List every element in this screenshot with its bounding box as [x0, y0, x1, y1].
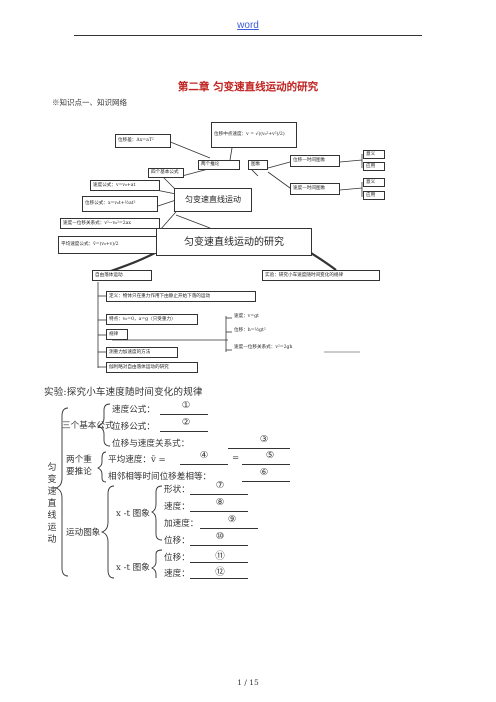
blank-8 — [190, 511, 248, 512]
blank-11 — [190, 562, 248, 563]
free-fall-speed-displacement: 速度—位移关系式：v²=2gh — [232, 343, 324, 353]
three-formulas-label: 三个基本公式 — [62, 421, 114, 431]
section-label: ※知识点一、知识网络 — [52, 98, 127, 107]
use-box-1: 应用 — [363, 162, 385, 171]
velocity-formula-box: 速度公式：v=v₀+at — [90, 180, 160, 191]
side-label-char-5: 运 — [47, 523, 57, 533]
mark-6: ⑥ — [259, 467, 269, 478]
mark-2: ② — [181, 417, 191, 428]
blank-1 — [160, 414, 208, 415]
displacement-speed-label: 位移与速度关系式： — [112, 439, 190, 449]
meaning-box-2: 意义 — [363, 178, 385, 187]
features-box: 特点：v₀=0，a=g（只受重力） — [106, 314, 198, 325]
displacement-formula-box: 位移公式：x=v₀t+½at² — [82, 196, 158, 212]
definition-box: 定义：物体只在重力作用下由静止开始下落的运动 — [106, 291, 256, 302]
average-velocity-box: 平均速度公式：v̄=(v₀+v)/2 — [58, 236, 162, 254]
experiment-box: 实验：研究小车速度随时间变化的规律 — [262, 270, 380, 281]
equals-sign: = — [232, 453, 240, 463]
average-velocity-label: 平均速度：v̄ = — [108, 455, 166, 465]
measure-g-box: 测重力加速度的方法 — [106, 347, 178, 358]
side-label-char-1: 变 — [47, 475, 57, 485]
graphs-box: 图象 — [248, 160, 268, 170]
free-fall-box: 自由落体运动 — [92, 270, 152, 281]
header-link[interactable]: word — [237, 20, 259, 31]
free-fall-displacement: 位移：h=½gt² — [232, 325, 282, 337]
xt-graph-label-2: x -t 图象 — [116, 563, 150, 573]
vt-graph-box: 速度—时间图象 — [290, 183, 340, 195]
mark-3: ③ — [259, 434, 269, 445]
free-fall-speed: 速度：v=gt — [232, 312, 268, 322]
side-label-char-4: 线 — [47, 511, 57, 521]
blank-7 — [190, 494, 248, 495]
blank-9 — [200, 528, 258, 529]
use-box-2: 应用 — [363, 191, 385, 200]
page-number: 1 / 15 — [237, 678, 259, 687]
header-divider — [74, 35, 422, 36]
side-label-char-3: 直 — [47, 499, 57, 509]
mid-velocity-box: 位移中点速度：v = √((v₀²+v²)/2) — [211, 122, 297, 148]
blank-5 — [242, 464, 290, 465]
galileo-box: 伽利略对自由落体运动的研究 — [106, 362, 198, 373]
meaning-box-1: 意义 — [363, 150, 385, 159]
mark-5: ⑤ — [265, 450, 275, 461]
mark-11: ⑪ — [215, 551, 225, 562]
shape-label: 形状： — [164, 485, 190, 495]
mark-12: ⑫ — [215, 567, 225, 578]
blank-10 — [190, 545, 248, 546]
mark-8: ⑧ — [215, 497, 225, 508]
mark-4: ④ — [199, 450, 209, 461]
displacement-difference-box: 位移差：Δx=aT² — [115, 134, 171, 148]
side-label-char-6: 动 — [47, 535, 57, 545]
law-box: 规律 — [106, 329, 128, 340]
velocity-label: 速度： — [164, 502, 190, 512]
xt-graph-box: 位移—时间图象 — [290, 155, 340, 167]
xt-graph-label-1: x -t 图象 — [116, 509, 150, 519]
speed-formula-label: 速度公式： — [112, 405, 155, 415]
blank-4 — [180, 464, 228, 465]
motion-graphs-label: 运动图象 — [66, 528, 101, 538]
mark-10: ⑩ — [215, 531, 225, 542]
mark-7: ⑦ — [215, 480, 225, 491]
velocity-displacement-box: 速度—位移关系式：v²−v₀²=2ax — [60, 218, 160, 229]
chapter-title: 第二章 匀变速直线运动的研究 — [177, 81, 319, 93]
uniform-motion-box: 匀变速直线运动 — [174, 188, 252, 212]
two-inferences-box: 两个推论 — [198, 160, 240, 170]
side-label-char-0: 匀 — [47, 463, 57, 473]
blank-6 — [242, 481, 290, 482]
speed-label-2: 速度： — [164, 569, 190, 579]
four-formulas-box: 四个基本公式 — [148, 168, 184, 178]
adjacent-diff-label: 相邻相等时间位移差相等： — [108, 472, 212, 482]
position-label: 位移： — [164, 536, 190, 546]
two-inferences-line2: 要推论 — [66, 467, 92, 477]
two-inferences-line1: 两个重 — [66, 455, 92, 465]
experiment-table-title: 实验:探究小车速度随时间变化的规律 — [44, 387, 203, 398]
acceleration-label: 加速度： — [164, 519, 199, 529]
study-title-box: 匀变速直线运动的研究 — [156, 228, 312, 256]
blank-12 — [190, 578, 248, 579]
blank-3 — [228, 448, 290, 449]
side-label-char-2: 速 — [47, 487, 57, 497]
mark-9: ⑨ — [227, 514, 237, 525]
mark-1: ① — [181, 400, 191, 411]
blank-2 — [160, 431, 208, 432]
displacement-formula-label: 位移公式： — [112, 422, 155, 432]
displacement-label-2: 位移： — [164, 553, 190, 563]
